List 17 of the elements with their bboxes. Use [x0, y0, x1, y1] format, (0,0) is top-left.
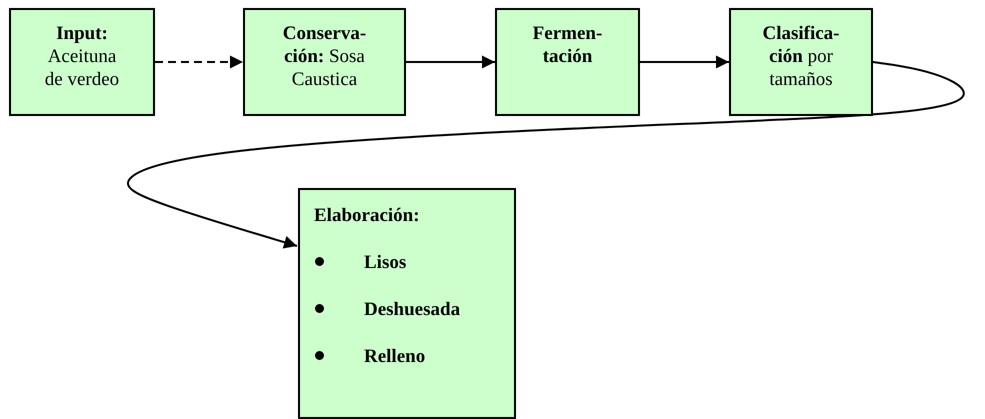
- process-box: [9, 8, 155, 116]
- arrow: [128, 61, 965, 248]
- process-box: [243, 8, 406, 116]
- step-label: Conserva-ción: Sosa Caustica: [282, 22, 368, 91]
- step-label: Clasifica-ción por tamaños: [761, 22, 841, 91]
- step-label: Input: Aceituna de verdeo: [44, 22, 120, 91]
- arrow: [155, 56, 243, 68]
- list-item: Lisos: [364, 252, 406, 273]
- step-list-box: [298, 188, 516, 419]
- arrow: [640, 56, 729, 68]
- arrow: [406, 56, 495, 68]
- step-label: Fermen-tación: [532, 22, 604, 68]
- list-item: Deshuesada: [364, 299, 460, 320]
- process-box: [729, 8, 873, 116]
- process-box: [495, 8, 640, 116]
- list-item: Relleno: [364, 346, 426, 367]
- list-heading: Elaboración:: [314, 205, 420, 226]
